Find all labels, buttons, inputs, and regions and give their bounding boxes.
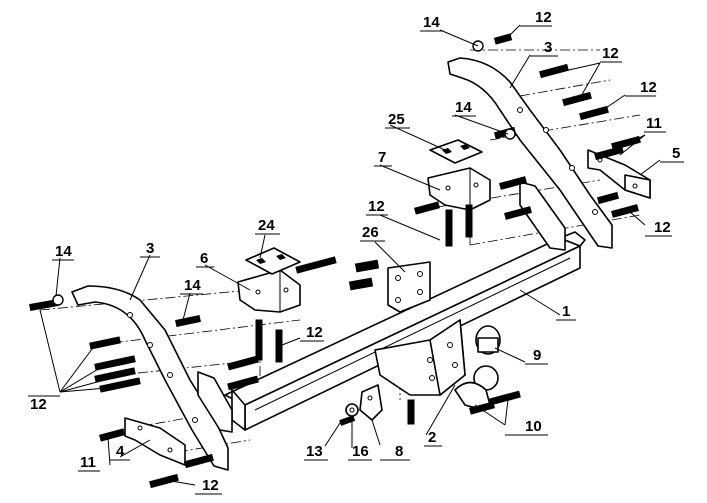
bracket-part-4 <box>124 417 186 466</box>
socket-plate-part-8 <box>359 384 383 421</box>
label-6: 6 <box>200 250 208 267</box>
label-12-center: 12 <box>368 198 385 215</box>
label-12-lower-right: 12 <box>654 219 671 236</box>
left-side-arm-part-3 <box>71 285 233 471</box>
label-4: 4 <box>116 443 125 460</box>
label-26: 26 <box>362 224 379 241</box>
plate-part-25 <box>429 139 483 164</box>
plate-part-26 <box>387 261 431 313</box>
label-14-left: 14 <box>55 243 72 260</box>
label-7: 7 <box>378 149 386 166</box>
label-11-left: 11 <box>80 454 96 471</box>
label-3-left: 3 <box>146 240 154 257</box>
label-12-right: 12 <box>640 79 657 96</box>
label-8: 8 <box>395 443 403 460</box>
label-2: 2 <box>428 429 436 446</box>
label-3-right: 3 <box>544 39 552 56</box>
label-11-right: 11 <box>646 115 662 132</box>
label-12-middle: 12 <box>306 324 323 341</box>
washer-part-16 <box>345 403 359 417</box>
label-24: 24 <box>258 217 275 234</box>
bracket-part-5 <box>587 149 651 199</box>
bracket-part-6 <box>237 269 301 313</box>
fasteners <box>29 33 641 489</box>
label-1: 1 <box>562 303 570 320</box>
callout-labels: 1 2 3 3 4 5 6 7 8 9 10 11 11 12 12 12 12… <box>28 9 684 495</box>
plate-part-24 <box>245 247 301 275</box>
bracket-part-7 <box>427 167 491 211</box>
cross-beam-part-1 <box>224 231 586 431</box>
label-14-right: 14 <box>455 99 472 116</box>
label-12-upper-right: 12 <box>602 45 619 62</box>
label-12-bottom: 12 <box>202 477 219 494</box>
center-mount-part-2 <box>374 319 466 396</box>
label-10: 10 <box>525 418 542 435</box>
label-13: 13 <box>306 443 323 460</box>
label-16: 16 <box>352 443 369 460</box>
leader-lines <box>39 24 661 486</box>
label-14-top: 14 <box>423 14 440 31</box>
label-12-left: 12 <box>30 396 47 413</box>
label-12-top: 12 <box>535 9 552 26</box>
label-25: 25 <box>388 111 405 128</box>
label-5: 5 <box>672 145 680 162</box>
label-9: 9 <box>533 347 541 364</box>
label-14-center-left: 14 <box>184 277 201 294</box>
right-side-arm-part-3 <box>447 57 613 251</box>
